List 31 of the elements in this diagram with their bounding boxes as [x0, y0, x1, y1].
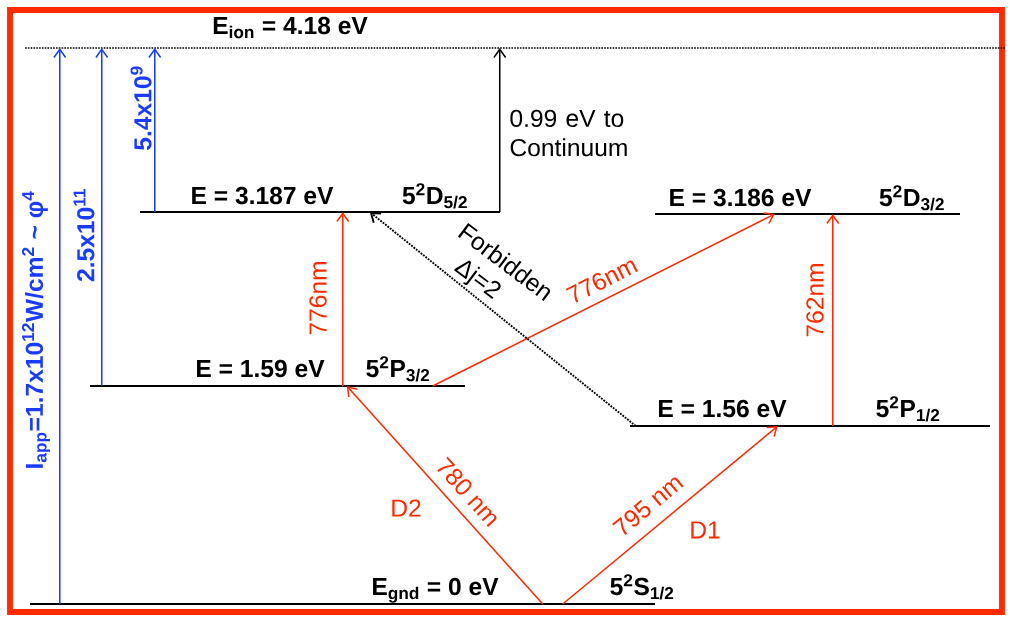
arrow [562, 426, 778, 605]
edge-label: 776nm [309, 262, 327, 335]
edge-label: 795 nm [612, 477, 684, 535]
arrow [336, 212, 350, 387]
edge-label: 780 nm [437, 456, 497, 527]
edge-label: 5.4x10$^{9}$ [130, 66, 152, 150]
level-label: 5$^{2}$D$_{3/2}$ [879, 185, 944, 211]
level-label: E$_{ion}$ = 4.18 eV [213, 16, 368, 39]
arrow [493, 48, 507, 213]
level-label: 5$^{2}$P$_{1/2}$ [876, 396, 940, 422]
level-label: 5$^{2}$D$_{5/2}$ [402, 183, 467, 209]
edge-label: 762nm [806, 264, 824, 337]
level-label: 5$^{2}$S$_{1/2}$ [610, 574, 674, 600]
arrow [148, 48, 162, 213]
arrow [432, 212, 775, 387]
arrow [346, 386, 544, 605]
level-label: E = 1.56 eV [659, 399, 787, 418]
line-name: D1 [691, 521, 720, 539]
level-label: E = 1.59 eV [197, 359, 325, 378]
edge-label: I$_{app}$=1.7x10$^{12}$W/cm$^{2}$ ~ φ$^{4}$ [22, 191, 51, 468]
level-label: E$_{gnd}$ = 0 eV [373, 577, 499, 603]
edge-label: 0.99 eV to Continuum [510, 109, 627, 157]
level-label: 5$^{2}$P$_{3/2}$ [366, 356, 430, 382]
arrow [826, 214, 840, 427]
line-name: D2 [392, 499, 421, 517]
arrow [53, 48, 67, 605]
arrow [369, 212, 637, 427]
edge-label: 2.5x10$^{11}$ [73, 189, 95, 282]
level-label: E = 3.187 eV [192, 186, 334, 205]
arrow [95, 48, 109, 387]
level-label: E = 3.186 eV [670, 188, 812, 207]
